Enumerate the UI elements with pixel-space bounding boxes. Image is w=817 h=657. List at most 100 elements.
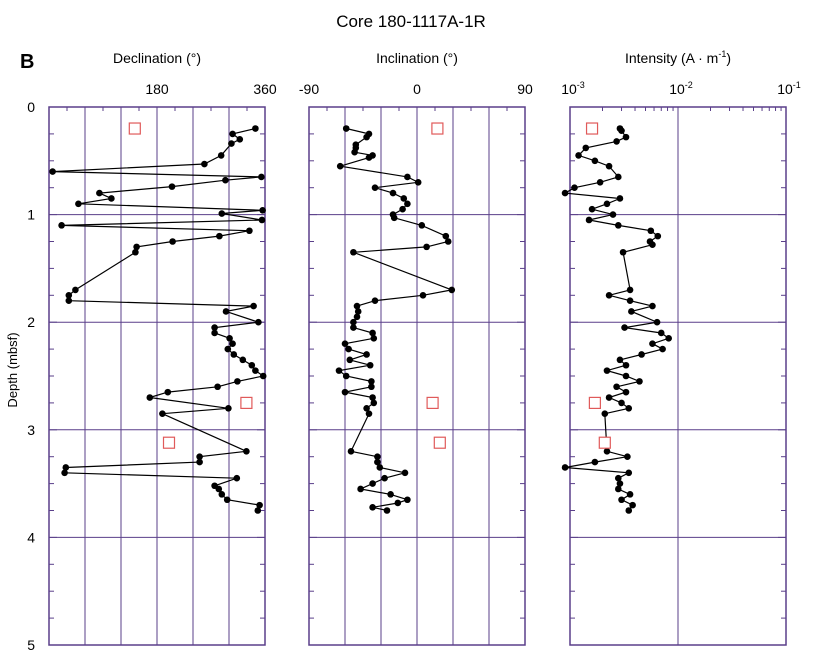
data-point bbox=[357, 485, 364, 493]
data-point bbox=[335, 367, 343, 374]
open-square-marker bbox=[162, 436, 176, 449]
data-point bbox=[61, 469, 68, 477]
data-point bbox=[442, 232, 450, 240]
data-point bbox=[225, 404, 232, 412]
data-point bbox=[603, 200, 611, 208]
data-point bbox=[624, 453, 631, 461]
data-point bbox=[601, 410, 609, 417]
data-point bbox=[369, 394, 376, 401]
data-point bbox=[223, 496, 231, 504]
data-point bbox=[653, 318, 661, 326]
data-point bbox=[354, 308, 362, 315]
x-axis-title: Intensity (A · m-1) bbox=[625, 49, 731, 66]
data-point bbox=[351, 148, 358, 156]
data-point bbox=[363, 133, 370, 141]
open-square-marker bbox=[598, 436, 611, 449]
data-point bbox=[585, 216, 593, 224]
data-point bbox=[605, 292, 613, 299]
data-point bbox=[591, 157, 599, 165]
y-tick-label: 0 bbox=[27, 99, 35, 115]
data-point bbox=[614, 222, 622, 229]
y-tick-label: 2 bbox=[27, 314, 35, 330]
data-point bbox=[613, 383, 620, 391]
data-point bbox=[196, 453, 203, 461]
data-point bbox=[423, 243, 430, 251]
x-axis-title-suffix: ) bbox=[726, 50, 731, 66]
open-square-marker bbox=[128, 122, 141, 135]
data-point bbox=[226, 335, 233, 342]
data-point bbox=[342, 125, 350, 132]
data-point bbox=[659, 345, 666, 353]
data-point bbox=[248, 361, 256, 369]
data-point bbox=[58, 222, 65, 229]
x-tick-label: 0 bbox=[413, 81, 421, 97]
data-point bbox=[65, 292, 73, 299]
x-tick-label: 10-3 bbox=[561, 80, 585, 97]
data-point bbox=[365, 410, 373, 417]
data-point bbox=[363, 404, 370, 412]
data-point bbox=[256, 501, 263, 509]
data-point bbox=[214, 383, 221, 391]
data-point bbox=[234, 378, 241, 385]
data-point bbox=[394, 499, 402, 507]
data-point bbox=[222, 176, 229, 184]
data-point bbox=[250, 302, 257, 310]
data-point bbox=[588, 205, 596, 213]
data-point bbox=[571, 184, 578, 191]
data-point bbox=[625, 469, 633, 477]
data-point bbox=[636, 378, 643, 385]
x-axis-title-sup: -1 bbox=[718, 49, 726, 59]
data-point bbox=[350, 248, 357, 256]
data-point bbox=[368, 383, 375, 391]
data-point bbox=[346, 356, 354, 364]
data-point bbox=[376, 464, 384, 471]
data-point bbox=[169, 238, 176, 245]
open-square-marker bbox=[585, 122, 599, 135]
data-point bbox=[591, 458, 599, 466]
y-tick-label: 1 bbox=[27, 207, 35, 223]
data-point bbox=[371, 297, 379, 304]
data-point bbox=[196, 458, 203, 466]
data-point bbox=[603, 448, 611, 455]
data-point bbox=[229, 130, 236, 138]
data-point bbox=[243, 448, 250, 455]
data-point bbox=[258, 173, 265, 181]
data-point bbox=[614, 474, 622, 482]
data-point bbox=[609, 211, 617, 218]
data-point bbox=[621, 324, 628, 331]
data-point bbox=[229, 340, 236, 348]
data-point bbox=[369, 480, 376, 487]
data-point bbox=[345, 345, 352, 353]
data-point bbox=[374, 458, 381, 466]
data-point bbox=[419, 292, 427, 299]
data-point bbox=[258, 216, 266, 224]
data-point bbox=[614, 173, 622, 181]
series-line bbox=[52, 127, 265, 511]
data-point bbox=[404, 496, 411, 504]
x-tick-label: 360 bbox=[253, 81, 277, 97]
open-square-marker bbox=[588, 396, 601, 409]
data-point bbox=[628, 308, 635, 315]
data-point bbox=[613, 138, 620, 145]
data-point bbox=[233, 474, 241, 482]
data-point bbox=[618, 496, 625, 504]
data-point bbox=[252, 125, 259, 132]
data-point bbox=[341, 340, 349, 348]
data-point bbox=[218, 491, 226, 498]
data-point bbox=[252, 367, 259, 374]
x-tick-label: 90 bbox=[517, 81, 533, 97]
data-point bbox=[649, 241, 656, 249]
data-point bbox=[217, 152, 225, 159]
open-square-marker bbox=[431, 122, 444, 135]
x-tick-label: -90 bbox=[299, 81, 319, 97]
open-square-marker bbox=[433, 436, 446, 449]
data-point bbox=[649, 340, 656, 348]
data-point bbox=[647, 227, 655, 235]
data-point bbox=[341, 388, 349, 396]
data-point bbox=[625, 507, 633, 514]
data-point bbox=[657, 329, 665, 337]
data-point bbox=[622, 133, 630, 141]
data-point bbox=[370, 335, 378, 342]
data-point bbox=[255, 318, 262, 326]
